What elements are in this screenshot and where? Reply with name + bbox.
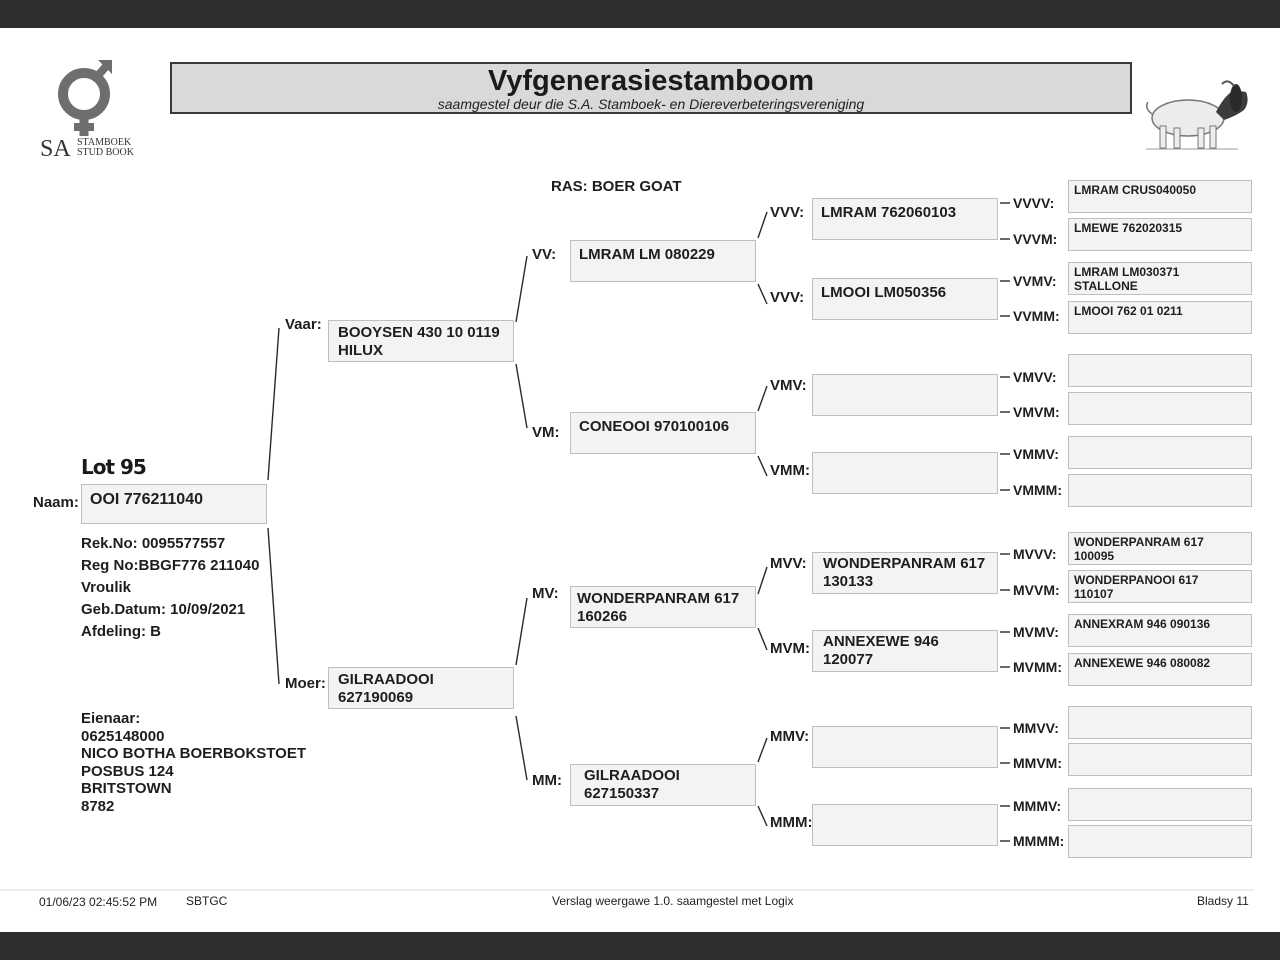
mvvv-label: MVVV: [1013, 546, 1057, 562]
vvvv-label: VVVV: [1013, 195, 1055, 211]
mmvv-box [1068, 706, 1252, 739]
owner-label: Eienaar: [81, 710, 141, 727]
mm-label: MM: [532, 772, 562, 789]
account-number: Rek.No: 0095577557 [81, 535, 226, 552]
vv-label: VV: [532, 246, 557, 263]
mmv-label: MMV: [770, 728, 810, 745]
owner-number: 0625148000 [81, 727, 165, 745]
title-banner: Vyfgenerasiestamboom saamgestel deur die… [170, 62, 1132, 114]
vm-box: CONEOOI 970100106 [570, 412, 756, 454]
vmmm-label: VMMM: [1013, 482, 1062, 498]
vvvm-box: LMEWE 762020315 [1068, 218, 1252, 251]
mmmv-box [1068, 788, 1252, 821]
vmm-label: VMM: [770, 462, 810, 479]
mmm-label: MMM: [770, 814, 813, 831]
vvmv-box: LMRAM LM030371 STALLONE [1068, 262, 1252, 295]
footer-report-version: Verslag weergawe 1.0. saamgestel met Log… [552, 894, 794, 908]
pedigree-page: SA STAMBOEK STUD BOOK Vyfgenerasiestambo… [0, 28, 1280, 932]
vmmv-label: VMMV: [1013, 446, 1059, 462]
mmm-box [812, 804, 998, 846]
vmm-box [812, 452, 998, 494]
mvv-box: WONDERPANRAM 617 130133 [812, 552, 998, 594]
section: Afdeling: B [81, 623, 161, 640]
mvmm-box: ANNEXEWE 946 080082 [1068, 653, 1252, 686]
footer-timestamp: 01/06/23 02:45:52 PM [39, 895, 158, 909]
page-subtitle: saamgestel deur die S.A. Stamboek- en Di… [437, 96, 865, 112]
vmmm-box [1068, 474, 1252, 507]
vvv-label: VVV: [770, 204, 805, 221]
owner-address: POSBUS 124 [81, 762, 174, 780]
owner-postcode: 8782 [81, 797, 115, 815]
mmmm-box [1068, 825, 1252, 858]
mvvm-label: MVVM: [1013, 582, 1060, 598]
vmvm-box [1068, 392, 1252, 425]
dam-label: Moer: [285, 675, 326, 692]
gender-symbol-icon [58, 60, 112, 136]
pedigree-connector-lines [0, 202, 1254, 891]
mvmv-box: ANNEXRAM 946 090136 [1068, 614, 1252, 647]
owner-name: NICO BOTHA BOERBOKSTOET [81, 745, 307, 762]
boer-goat-illustration [1138, 72, 1262, 154]
mvvv-box: WONDERPANRAM 617 100095 [1068, 532, 1252, 565]
breed-label: RAS: BOER GOAT [551, 178, 682, 195]
mv-box: WONDERPANRAM 617 160266 [570, 586, 756, 628]
animal-details: Rek.No: 0095577557 Reg No:BBGF776 211040… [81, 533, 301, 643]
vvmv-label: VVMV: [1013, 273, 1057, 289]
name-label: Naam: [33, 494, 79, 511]
mm-box: GILRAADOOI 627150337 [570, 764, 756, 806]
owner-details: Eienaar: 0625148000 NICO BOTHA BOERBOKST… [81, 710, 331, 815]
animal-name-box: OOI 776211040 [81, 484, 267, 524]
vv-box: LMRAM LM 080229 [570, 240, 756, 282]
mvv-label: MVV: [770, 555, 807, 572]
vmvm-label: VMVM: [1013, 404, 1060, 420]
mmvm-box [1068, 743, 1252, 776]
vvm-box: LMOOI LM050356 [812, 278, 998, 320]
mvmm-label: MVMM: [1013, 659, 1062, 675]
vvvv-box: LMRAM CRUS040050 [1068, 180, 1252, 213]
vvm-label: VVV: [770, 289, 805, 306]
owner-town: BRITSTOWN [81, 780, 172, 797]
vmvv-label: VMVV: [1013, 369, 1057, 385]
sa-studbook-logo: SA STAMBOEK STUD BOOK [36, 58, 146, 162]
mvm-box: ANNEXEWE 946 120077 [812, 630, 998, 672]
vmv-label: VMV: [770, 377, 807, 394]
birth-date: Geb.Datum: 10/09/2021 [81, 601, 246, 618]
vm-label: VM: [532, 424, 560, 441]
footer-page-number: Bladsy 11 [1197, 894, 1249, 908]
sex: Vroulik [81, 579, 132, 596]
vmv-box [812, 374, 998, 416]
mvm-label: MVM: [770, 640, 810, 657]
mmvm-label: MMVM: [1013, 755, 1062, 771]
vmvv-box [1068, 354, 1252, 387]
registration-number: Reg No:BBGF776 211040 [81, 557, 260, 574]
mmmv-label: MMMV: [1013, 798, 1062, 814]
logo-studbook-text: STAMBOEK STUD BOOK [77, 137, 134, 158]
mmvv-label: MMVV: [1013, 720, 1059, 736]
mvmv-label: MVMV: [1013, 624, 1059, 640]
sire-box: BOOYSEN 430 10 0119 HILUX [328, 320, 514, 362]
mv-label: MV: [532, 585, 559, 602]
sire-label: Vaar: [285, 316, 322, 333]
vvmm-box: LMOOI 762 01 0211 [1068, 301, 1252, 334]
mmv-box [812, 726, 998, 768]
vvmm-label: VVMM: [1013, 308, 1060, 324]
page-title: Vyfgenerasiestamboom [487, 65, 815, 97]
dam-box: GILRAADOOI 627190069 [328, 667, 514, 709]
vmmv-box [1068, 436, 1252, 469]
vvv-box: LMRAM 762060103 [812, 198, 998, 240]
mvvm-box: WONDERPANOOI 617 110107 [1068, 570, 1252, 603]
logo-sa-text: SA [40, 136, 71, 162]
vvvm-label: VVVM: [1013, 231, 1058, 247]
lot-number: Lot 95 [81, 455, 147, 479]
footer-code: SBTGC [186, 894, 228, 908]
mmmm-label: MMMM: [1013, 833, 1065, 849]
